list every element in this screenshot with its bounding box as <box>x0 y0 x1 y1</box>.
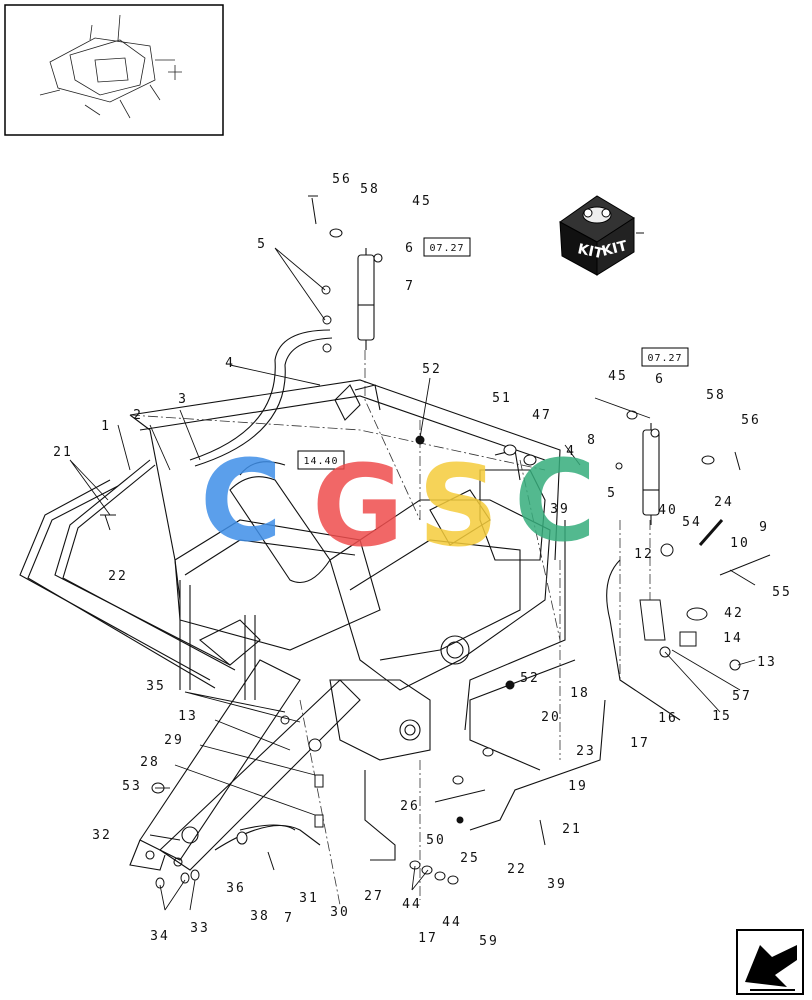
callout-22[interactable]: 22 <box>108 569 128 584</box>
callout-21[interactable]: 21 <box>562 822 582 837</box>
callout-50[interactable]: 50 <box>426 833 446 848</box>
kit-label-right: KIT <box>600 238 629 260</box>
callout-29[interactable]: 29 <box>164 733 184 748</box>
callout-16[interactable]: 16 <box>658 711 678 726</box>
callout-36[interactable]: 36 <box>226 881 246 896</box>
callout-39[interactable]: 39 <box>547 877 567 892</box>
kit-box[interactable]: KIT KIT <box>559 195 644 276</box>
callout-19[interactable]: 19 <box>568 779 588 794</box>
callout-56[interactable]: 56 <box>741 413 761 428</box>
callout-17[interactable]: 17 <box>630 736 650 751</box>
callout-26[interactable]: 26 <box>400 799 420 814</box>
callout-52[interactable]: 52 <box>422 362 442 377</box>
callout-12[interactable]: 12 <box>634 547 654 562</box>
callout-56[interactable]: 56 <box>332 172 352 187</box>
callout-8[interactable]: 8 <box>587 433 597 448</box>
callout-18[interactable]: 18 <box>570 686 590 701</box>
callout-30[interactable]: 30 <box>330 905 350 920</box>
callout-21[interactable]: 21 <box>53 445 73 460</box>
callout-40[interactable]: 40 <box>658 503 678 518</box>
watermark-letter-3: S <box>418 442 499 572</box>
watermark-letter-4: C <box>514 437 596 567</box>
watermark-letter-1: C <box>200 437 282 567</box>
callout-2[interactable]: 2 <box>133 408 143 423</box>
callout-24[interactable]: 24 <box>714 495 734 510</box>
frame-assembly <box>129 379 561 871</box>
callout-44[interactable]: 44 <box>442 915 462 930</box>
reference-box-1-label: 07.27 <box>429 243 464 254</box>
reference-box-3[interactable]: 14.40 <box>297 450 345 470</box>
callout-42[interactable]: 42 <box>724 606 744 621</box>
callout-57[interactable]: 57 <box>732 689 752 704</box>
reference-box-3-label: 14.40 <box>303 456 338 467</box>
callout-53[interactable]: 53 <box>122 779 142 794</box>
callout-4[interactable]: 4 <box>225 356 235 371</box>
callout-25[interactable]: 25 <box>460 851 480 866</box>
callout-34[interactable]: 34 <box>150 929 170 944</box>
callout-51[interactable]: 51 <box>492 391 512 406</box>
callout-10[interactable]: 10 <box>730 536 750 551</box>
callout-22[interactable]: 22 <box>507 862 527 877</box>
callout-39[interactable]: 39 <box>550 502 570 517</box>
callout-3[interactable]: 3 <box>178 392 188 407</box>
callout-59[interactable]: 59 <box>479 934 499 949</box>
callout-45[interactable]: 45 <box>412 194 432 209</box>
callout-7[interactable]: 7 <box>405 279 415 294</box>
callout-23[interactable]: 23 <box>576 744 596 759</box>
callout-7[interactable]: 7 <box>284 911 294 926</box>
callout-52[interactable]: 52 <box>520 671 540 686</box>
callout-47[interactable]: 47 <box>532 408 552 423</box>
callout-13[interactable]: 13 <box>178 709 198 724</box>
callout-33[interactable]: 33 <box>190 921 210 936</box>
callout-6[interactable]: 6 <box>655 372 665 387</box>
next-page-arrow-icon[interactable] <box>736 929 804 995</box>
callout-1[interactable]: 1 <box>101 419 111 434</box>
hydraulic-cylinder-right[interactable] <box>642 423 660 525</box>
callout-54[interactable]: 54 <box>682 515 702 530</box>
callout-20[interactable]: 20 <box>541 710 561 725</box>
callout-31[interactable]: 31 <box>299 891 319 906</box>
callout-6[interactable]: 6 <box>405 241 415 256</box>
callout-15[interactable]: 15 <box>712 709 732 724</box>
callout-35[interactable]: 35 <box>146 679 166 694</box>
reference-box-2-label: 07.27 <box>647 353 682 364</box>
overview-thumbnail[interactable] <box>4 4 224 136</box>
callout-28[interactable]: 28 <box>140 755 160 770</box>
callout-44[interactable]: 44 <box>402 897 422 912</box>
callout-13[interactable]: 13 <box>757 655 777 670</box>
callout-27[interactable]: 27 <box>364 889 384 904</box>
hydraulic-lines <box>19 329 681 861</box>
kit-label-left: KIT <box>576 241 605 262</box>
callout-45[interactable]: 45 <box>608 369 628 384</box>
callout-4[interactable]: 4 <box>566 444 576 459</box>
alignment-lines <box>129 350 651 906</box>
callout-58[interactable]: 58 <box>706 388 726 403</box>
callout-14[interactable]: 14 <box>723 631 743 646</box>
callout-32[interactable]: 32 <box>92 828 112 843</box>
callout-38[interactable]: 38 <box>250 909 270 924</box>
callout-5[interactable]: 5 <box>607 486 617 501</box>
watermark-letter-2: G <box>312 442 404 572</box>
callout-9[interactable]: 9 <box>759 520 769 535</box>
hydraulic-cylinder-left[interactable] <box>357 248 383 350</box>
watermark: C G S C <box>200 437 596 572</box>
callout-5[interactable]: 5 <box>257 237 267 252</box>
callout-17[interactable]: 17 <box>418 931 438 946</box>
callout-58[interactable]: 58 <box>360 182 380 197</box>
callout-leaders <box>69 247 756 911</box>
reference-box-1[interactable]: 07.27 <box>423 237 471 257</box>
callout-55[interactable]: 55 <box>772 585 792 600</box>
reference-box-2[interactable]: 07.27 <box>641 347 689 367</box>
hardware-parts <box>100 195 771 889</box>
